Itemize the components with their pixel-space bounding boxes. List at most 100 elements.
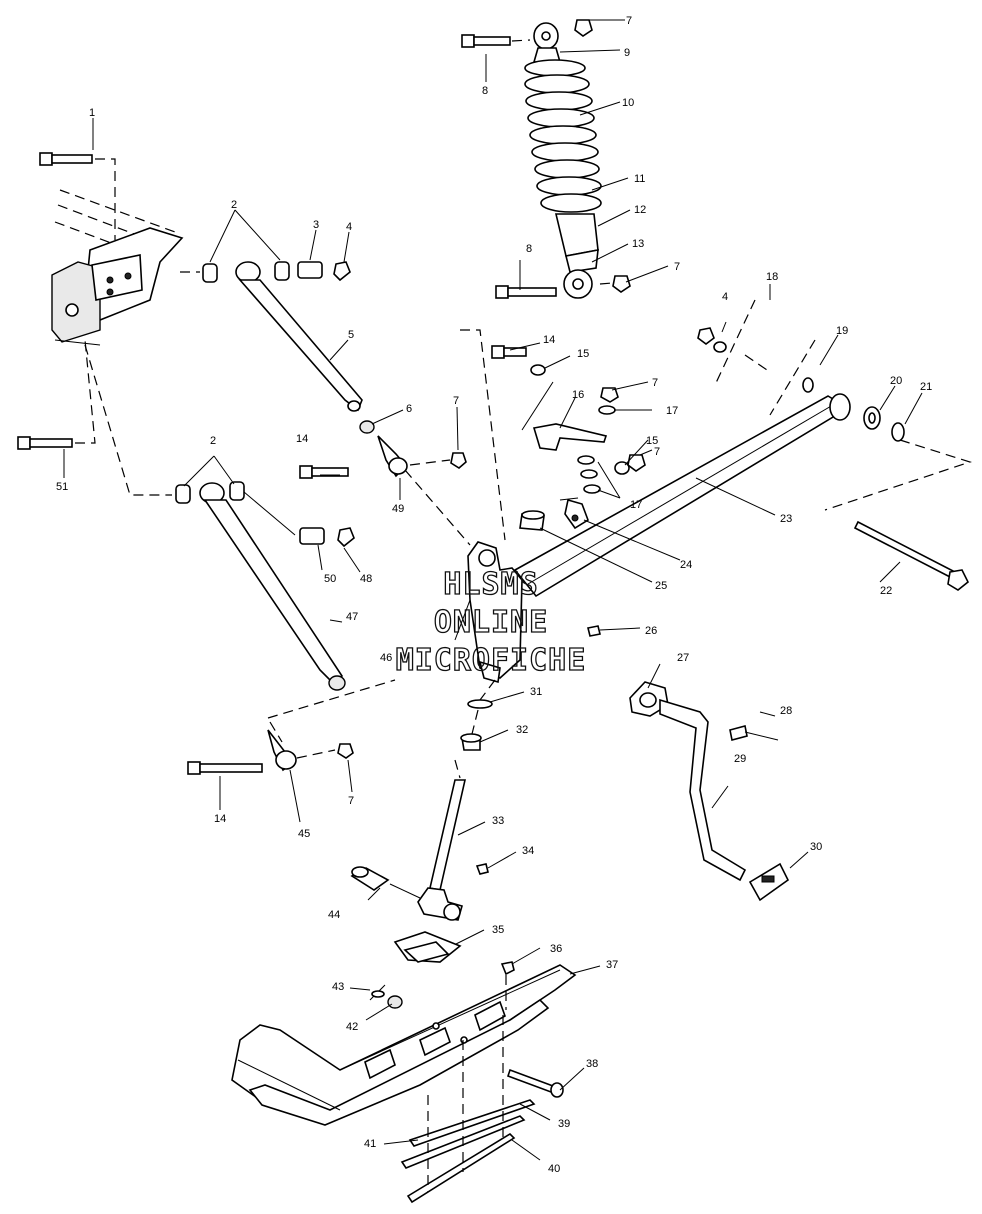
callout-8-top: 8 [482,85,488,97]
callout-19: 19 [836,325,848,337]
washer-21 [891,422,905,442]
callout-46: 46 [380,652,392,664]
callout-25: 25 [655,580,667,592]
frame-bracket [51,189,184,346]
callout-3: 3 [313,219,319,231]
callout-47: 47 [346,611,358,623]
spindle-housing [467,541,523,684]
nut-36 [500,961,515,976]
mount-35 [393,931,462,963]
callout-51: 51 [56,481,68,493]
callout-42: 42 [346,1021,358,1033]
bolt-14-mid [299,465,349,479]
callout-7-shock-lower: 7 [674,261,680,273]
ball-joint-45 [187,675,396,775]
callout-43: 43 [332,981,344,993]
spindle-33 [417,759,489,921]
callout-32: 32 [516,724,528,736]
callout-50: 50 [324,573,336,585]
callout-33: 33 [492,815,504,827]
callout-2-upper: 2 [231,199,237,211]
callout-17-lower: 17 [630,499,642,511]
callout-13: 13 [632,238,644,250]
leader-lines [63,19,923,1161]
callout-17-upper: 17 [666,405,678,417]
shock-absorber [460,19,631,541]
callout-9: 9 [624,47,630,59]
callout-14-lower: 14 [214,813,226,825]
callout-39: 39 [558,1118,570,1130]
callout-27: 27 [677,652,689,664]
callout-41: 41 [364,1138,376,1150]
callout-24: 24 [680,559,692,571]
callout-30: 30 [810,841,822,853]
callout-6: 6 [406,403,412,415]
callout-16: 16 [572,389,584,401]
runner-40 [406,1132,516,1204]
callout-20: 20 [890,375,902,387]
ball-joint-49 [377,435,471,546]
bolt-1 [39,152,116,240]
callout-labels: 1 2 2 3 4 4 5 6 7 7 7 7 7 7 8 8 9 10 11 … [56,15,932,1175]
washers-18-19 [697,299,816,416]
lower-a-arm [84,344,355,687]
guide-lines [427,975,507,1192]
callout-35: 35 [492,924,504,936]
callout-15-lower: 15 [646,435,658,447]
spring-coils [524,59,602,213]
callout-7-top: 7 [626,15,632,27]
callout-38: 38 [586,1058,598,1070]
watermark-line-2: ONLINE [434,605,548,640]
callout-14-mid: 14 [296,433,308,445]
callout-4-right: 4 [722,291,728,303]
callout-23: 23 [780,513,792,525]
callout-4-left: 4 [346,221,352,233]
callout-26: 26 [645,625,657,637]
watermark: HLSMS ONLINE MICROFICHE [395,566,586,678]
callout-31: 31 [530,686,542,698]
callout-12: 12 [634,204,646,216]
callout-44: 44 [328,909,340,921]
callout-40: 40 [548,1163,560,1175]
tie-rod-end-24 [559,497,589,530]
steering-arm-16 [491,345,646,494]
steering-post-29 [629,681,790,902]
callout-8-lower: 8 [526,243,532,255]
bolt-22 [824,439,972,591]
callout-22: 22 [880,585,892,597]
callout-7-lower: 7 [348,795,354,807]
callout-21: 21 [920,381,932,393]
callout-45: 45 [298,828,310,840]
nut-6 [359,420,375,434]
callout-36: 36 [550,943,562,955]
upper-a-arm [180,261,363,412]
callout-14-upper: 14 [543,334,555,346]
callout-48: 48 [360,573,372,585]
bushing-25 [519,510,545,531]
callout-49: 49 [392,503,404,515]
callout-37: 37 [606,959,618,971]
callout-2-lower: 2 [210,435,216,447]
bolt-38 [506,1068,564,1098]
cotter-pin-43 [369,984,386,1001]
ski-37 [231,964,577,1126]
fitting-26 [587,625,601,637]
callout-18: 18 [766,271,778,283]
callout-7-bracket: 7 [652,377,658,389]
spacer-44 [350,866,421,899]
callout-11: 11 [634,173,645,185]
callout-5: 5 [348,329,354,341]
callout-29: 29 [734,753,746,765]
callout-10: 10 [622,97,634,109]
watermark-line-1: HLSMS [443,567,538,602]
trailing-arm-23 [513,393,851,598]
bolt-51 [17,339,96,450]
callout-7-nut: 7 [654,446,660,458]
callout-34: 34 [522,845,534,857]
washer-42 [387,995,403,1009]
o-ring-31 [467,679,496,709]
bushing-32 [460,709,482,751]
callout-7-arm: 7 [453,395,459,407]
callout-15-upper: 15 [577,348,589,360]
